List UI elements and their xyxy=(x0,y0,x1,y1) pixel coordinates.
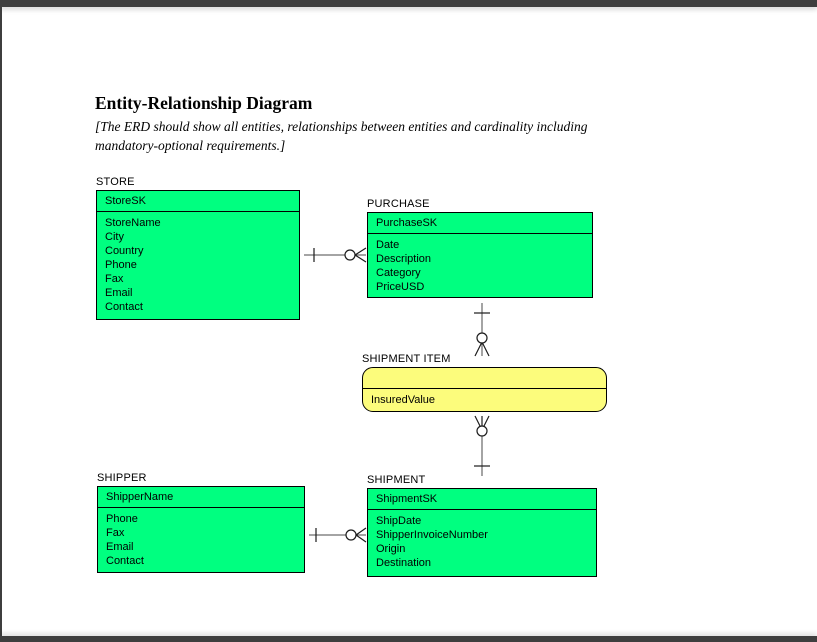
attribute: Fax xyxy=(105,273,124,285)
entity-attributes: InsuredValue xyxy=(363,389,606,407)
attribute: Description xyxy=(376,253,432,265)
attribute: Email xyxy=(106,541,134,553)
relationship-shipment-shipment-item xyxy=(474,415,490,476)
attribute: ShipDate xyxy=(376,515,422,527)
attribute: Destination xyxy=(376,557,432,569)
zero-circle-icon xyxy=(476,332,488,344)
entity-primary-key xyxy=(363,368,606,389)
page-left-edge xyxy=(0,0,2,642)
attribute: InsuredValue xyxy=(371,394,436,406)
entity-label: SHIPPER xyxy=(97,472,147,484)
attribute: City xyxy=(105,231,124,243)
attribute: Phone xyxy=(105,259,137,271)
page-top-edge xyxy=(0,0,817,7)
attribute: Phone xyxy=(106,513,138,525)
relationship-purchase-shipment-item xyxy=(474,303,490,357)
page-title: Entity-Relationship Diagram xyxy=(95,93,313,113)
entity-primary-key: PurchaseSK xyxy=(368,213,592,234)
zero-circle-icon xyxy=(476,425,488,437)
relationship-shipper-shipment xyxy=(309,527,367,543)
attribute: Date xyxy=(376,239,400,251)
attribute: ShipperInvoiceNumber xyxy=(376,529,488,541)
entity-primary-key: ShipmentSK xyxy=(368,489,596,510)
attribute: PriceUSD xyxy=(376,281,425,293)
zero-circle-icon xyxy=(345,529,357,541)
attribute: Email xyxy=(105,287,133,299)
crow-foot-icon xyxy=(354,247,367,256)
page-subtitle: [The ERD should show all entities, relat… xyxy=(95,119,588,153)
entity-primary-key: ShipperName xyxy=(98,487,304,508)
entity-shipment-item: SHIPMENT ITEM InsuredValue xyxy=(362,353,609,414)
page-bottom-edge xyxy=(0,636,817,642)
attribute: Origin xyxy=(376,543,406,555)
zero-circle-icon xyxy=(344,249,356,261)
entity-label: STORE xyxy=(96,176,135,188)
crow-foot-icon xyxy=(355,527,367,536)
entity-label: PURCHASE xyxy=(367,198,430,210)
relationship-store-purchase xyxy=(304,247,367,263)
entity-box: InsuredValue xyxy=(362,367,609,414)
crow-foot-icon xyxy=(474,415,483,431)
attribute: Country xyxy=(105,245,144,257)
entity-label: SHIPMENT xyxy=(367,474,426,486)
attribute: StoreName xyxy=(105,217,161,229)
attribute: Category xyxy=(376,267,421,279)
entity-primary-key: StoreSK xyxy=(97,191,299,212)
entity-label: SHIPMENT ITEM xyxy=(362,353,451,365)
attribute: Contact xyxy=(106,555,144,567)
attribute: Fax xyxy=(106,527,125,539)
attribute: Contact xyxy=(105,301,143,313)
